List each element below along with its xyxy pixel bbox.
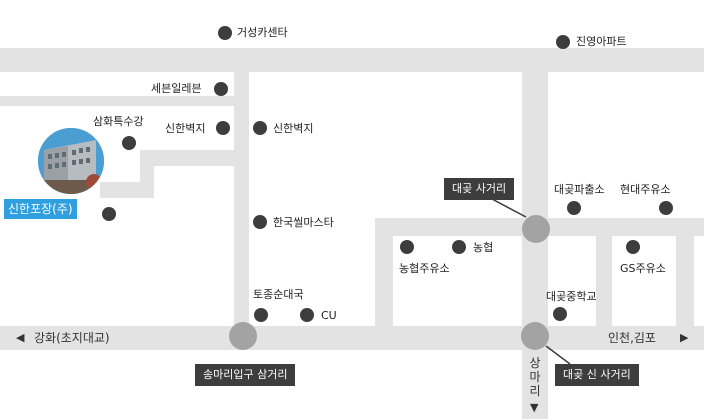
intersection-label-songmari: 송마리입구 삼거리: [195, 364, 296, 386]
west-arrow-icon: ◀: [16, 331, 25, 344]
landmark-label: 토종순대국: [253, 288, 304, 301]
landmark-label: 삼화특수강: [93, 115, 144, 128]
landmark-label: 신한벽지: [165, 122, 206, 135]
poi-marker[interactable]: [553, 307, 567, 321]
road-name-south: 상마리: [529, 356, 541, 398]
block-east-2: [612, 236, 676, 326]
poi-marker[interactable]: [253, 215, 267, 229]
east-branch: [548, 218, 704, 236]
poi-marker[interactable]: [216, 121, 230, 135]
road-name-east: 인천,김포: [608, 331, 656, 345]
poi-marker[interactable]: [556, 35, 570, 49]
south-arrow-icon: ▼: [530, 401, 539, 414]
poi-marker[interactable]: [214, 82, 228, 96]
south-road: [522, 340, 548, 419]
landmark-label: CU: [321, 309, 337, 322]
block-east-3: [694, 236, 704, 326]
intersection-label-daegot: 대곶 사거리: [444, 178, 515, 200]
inner-road-h2: [140, 150, 234, 166]
east-arrow-icon: ▶: [680, 331, 689, 344]
east-branch-v2: [676, 218, 694, 326]
poi-marker[interactable]: [300, 308, 314, 322]
callout-line: [491, 198, 527, 218]
poi-marker[interactable]: [567, 201, 581, 215]
north-road-top: [522, 48, 548, 72]
poi-marker[interactable]: [626, 240, 640, 254]
poi-marker[interactable]: [452, 240, 466, 254]
building-photo-icon: [38, 128, 104, 194]
block-center-south: [249, 218, 375, 326]
company-photo[interactable]: [36, 126, 106, 196]
inner-road-h1: [0, 96, 234, 106]
poi-marker[interactable]: [218, 26, 232, 40]
landmark-label: 농협주유소: [399, 262, 450, 275]
landmark-label: 한국씰마스타: [273, 216, 334, 229]
callout-line: [545, 345, 571, 365]
block-east-top: [548, 72, 704, 218]
poi-marker[interactable]: [400, 240, 414, 254]
east-branch-v1: [596, 218, 612, 326]
landmark-label: 대곶중학교: [546, 290, 597, 303]
company-marker[interactable]: [102, 207, 116, 221]
landmark-label: 진영아파트: [576, 35, 627, 48]
poi-marker[interactable]: [254, 308, 268, 322]
junction-songmari[interactable]: [229, 322, 257, 350]
landmark-label: 세븐일레븐: [151, 82, 202, 95]
landmark-label: 거성카센타: [237, 26, 288, 39]
inner-road-h3: [100, 182, 154, 198]
junction-daegot[interactable]: [522, 215, 550, 243]
landmark-label: 농협: [473, 241, 494, 254]
company-label[interactable]: 신한포장(주): [4, 199, 77, 219]
poi-marker[interactable]: [122, 136, 136, 150]
road-name-west: 강화(초지대교): [34, 331, 110, 345]
middle-road: [375, 218, 548, 236]
landmark-label: GS주유소: [620, 262, 666, 275]
intersection-label-daegot-new: 대곶 신 사거리: [555, 364, 639, 386]
landmark-label: 대곶파출소: [554, 183, 605, 196]
landmark-label: 현대주유소: [620, 183, 671, 196]
poi-marker[interactable]: [659, 201, 673, 215]
landmark-label: 신한벽지: [273, 122, 314, 135]
top-area: [0, 0, 704, 48]
junction-daegot-new[interactable]: [521, 322, 549, 350]
poi-marker[interactable]: [253, 121, 267, 135]
middle-road-v: [375, 218, 393, 326]
